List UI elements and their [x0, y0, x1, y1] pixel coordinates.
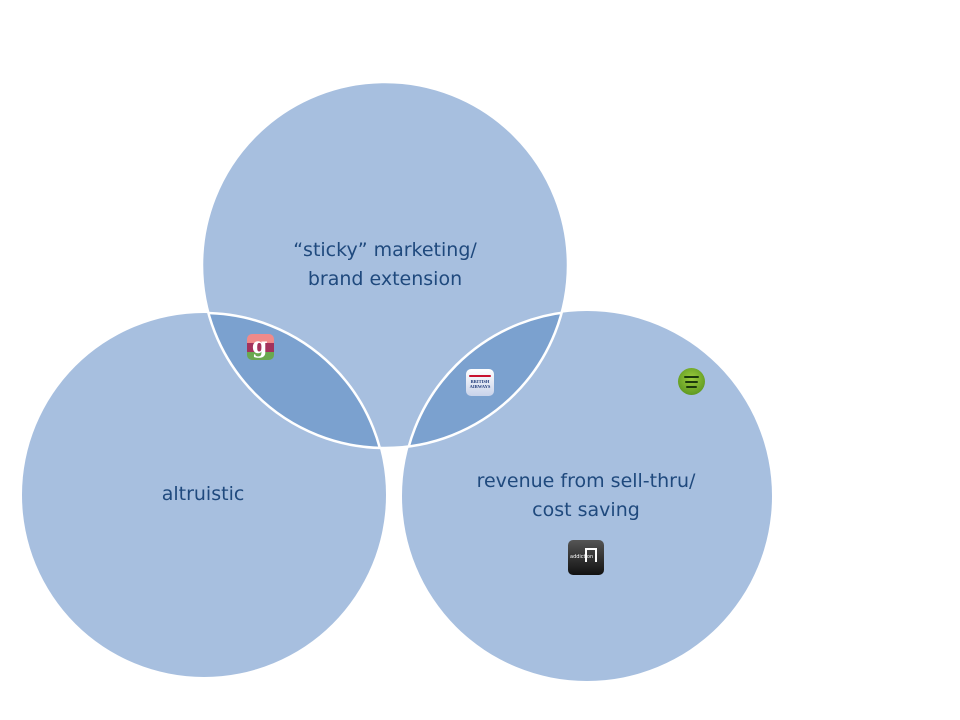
label-top-line2: brand extension	[307, 268, 463, 290]
label-right: revenue from sell-thru/ cost saving	[477, 467, 696, 525]
overlap-top-right	[402, 311, 568, 448]
spotify-logo-icon	[678, 368, 705, 395]
addictionlab-logo-icon: addiction	[568, 540, 604, 575]
label-right-line1: revenue from sell-thru/	[476, 470, 696, 492]
guardian-app-logo-icon: g	[247, 334, 274, 360]
label-top-line1: “sticky” marketing/	[293, 239, 477, 261]
circle-top-outline	[200, 80, 570, 450]
label-left: altruistic	[161, 483, 245, 505]
overlap-top-left	[202, 313, 386, 448]
label-top: “sticky” marketing/ brand extension	[293, 236, 477, 294]
label-right-line2: cost saving	[532, 499, 640, 521]
